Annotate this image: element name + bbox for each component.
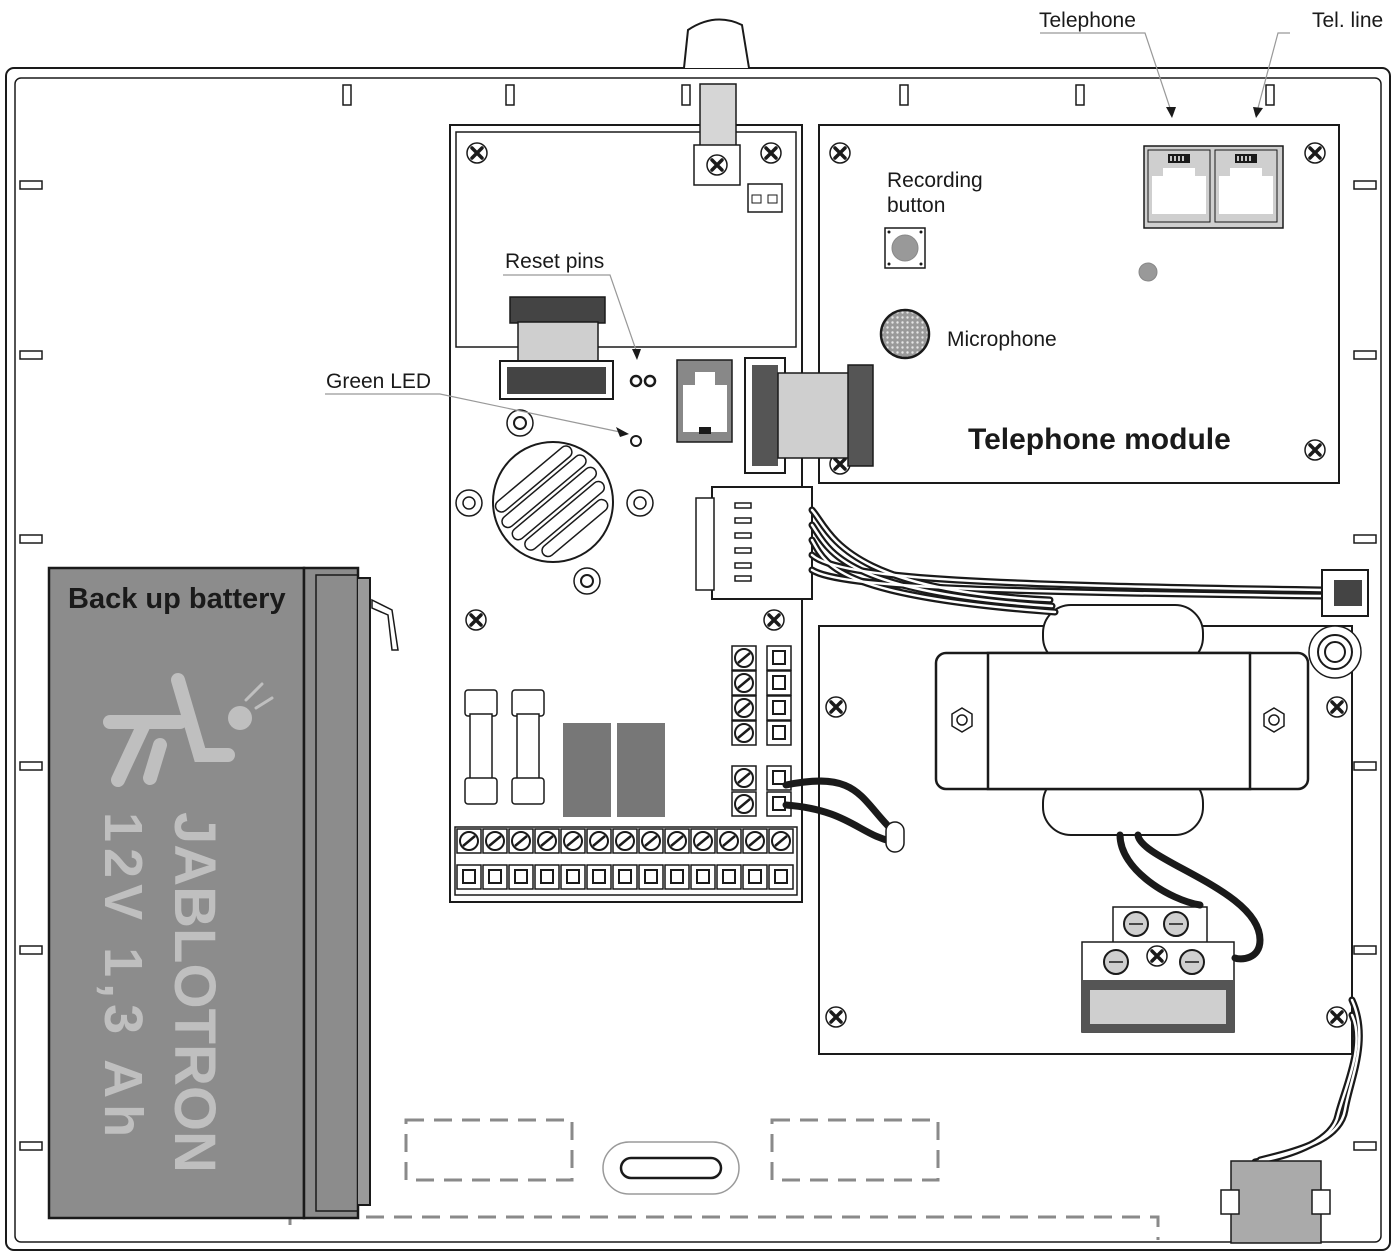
battery-logo: [103, 673, 274, 787]
label-microphone: Microphone: [947, 328, 1057, 351]
label-recording-button-2: button: [887, 194, 945, 217]
label-green-led: Green LED: [326, 370, 431, 393]
tamper-switch: [1321, 569, 1369, 617]
microphone-icon: [879, 308, 931, 360]
main-board: [449, 83, 813, 903]
mains-terminal: [1081, 906, 1235, 1033]
recording-button[interactable]: [884, 227, 926, 269]
rj-socket-icon: [676, 359, 733, 443]
fuse-icon: [464, 689, 545, 805]
battery-rating: 12V 1,3 Ah: [93, 812, 153, 1143]
mounting-slot: [602, 1141, 740, 1195]
bottom-knockouts: [288, 1118, 1160, 1240]
led-icon: [1138, 262, 1158, 282]
label-telephone-module: Telephone module: [968, 423, 1231, 456]
label-backup-battery: Back up battery: [68, 583, 286, 615]
label-telephone: Telephone: [1039, 9, 1136, 32]
leader-lines: [325, 32, 1290, 433]
leader-arrows: [616, 107, 1263, 437]
mains-cable-clamp: [1220, 1160, 1331, 1244]
label-tel-line: Tel. line: [1312, 9, 1383, 32]
relay: [563, 723, 611, 817]
wire-connector: [695, 486, 813, 600]
transformer-plate: [818, 604, 1362, 1055]
telephone-module: [744, 124, 1340, 484]
speaker-grille-icon: [455, 409, 654, 595]
terminal-strip: [454, 826, 798, 896]
label-reset-pins: Reset pins: [505, 250, 604, 273]
relay: [617, 723, 665, 817]
reset-pins: [629, 374, 657, 388]
rj-socket-icon: [1143, 145, 1284, 229]
battery-brand: JABLOTRON: [162, 812, 227, 1173]
wires-inner: [810, 508, 1361, 1164]
green-led-icon: [630, 435, 642, 447]
label-recording-button-1: Recording: [887, 169, 983, 192]
backup-battery: JABLOTRON 12V 1,3 Ah: [47, 566, 399, 1220]
